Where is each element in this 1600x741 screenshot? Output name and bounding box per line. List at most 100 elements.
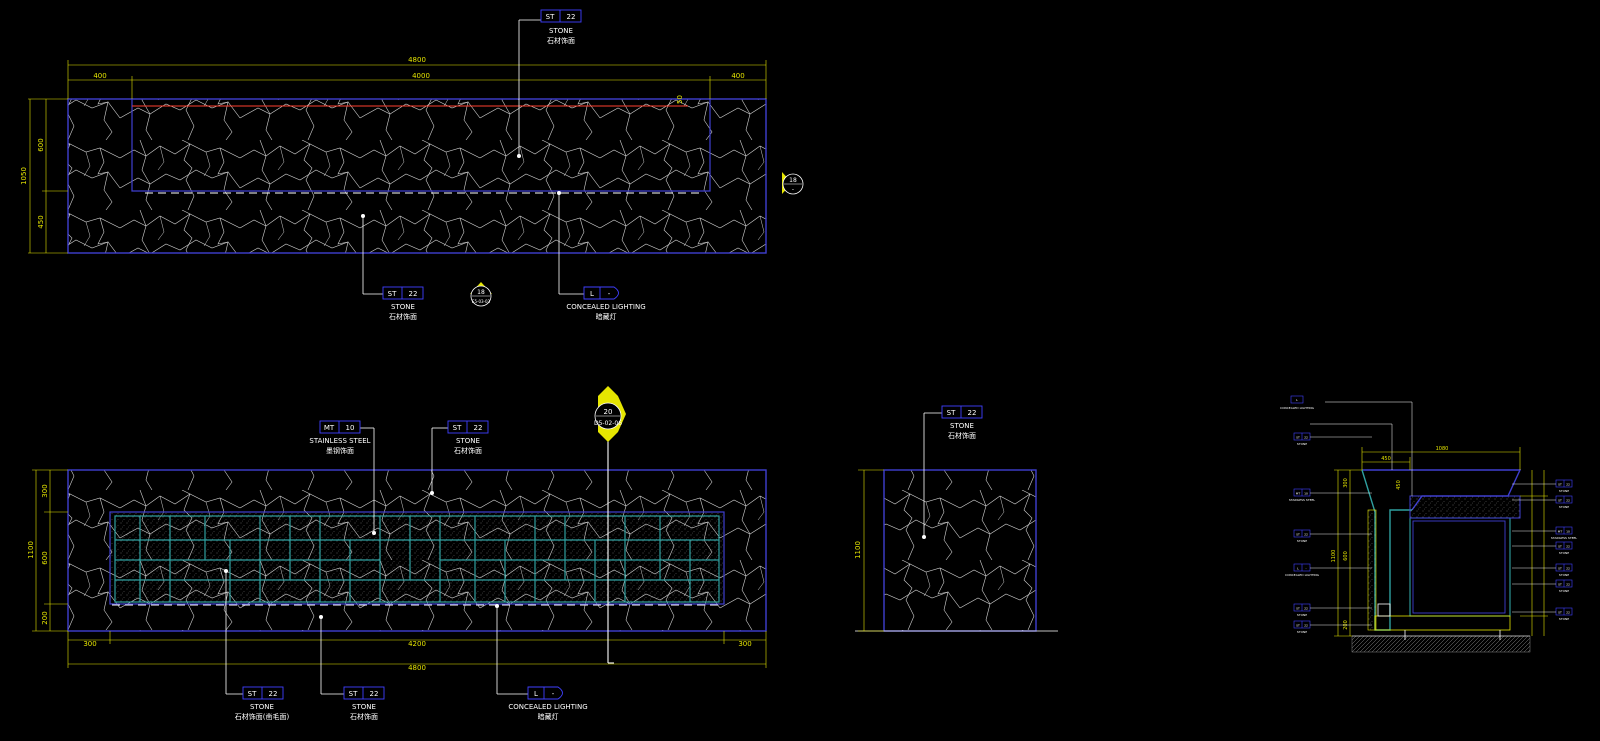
section-tag-num: 22 — [1566, 567, 1570, 571]
section-tag-code: L — [1297, 567, 1299, 571]
elevation-dim-h-top: 300 — [41, 484, 49, 497]
section-tag-label: STONE — [1559, 505, 1569, 509]
plan-dimensions — [28, 60, 767, 254]
svg-text:22: 22 — [269, 690, 278, 698]
section-tag-label: STONE — [1559, 589, 1569, 593]
svg-text:ST: ST — [248, 690, 257, 698]
section-tag-label: STONE — [1559, 551, 1569, 555]
svg-text:D5-02-06: D5-02-06 — [594, 420, 622, 427]
section-tag-label: CONCEALED LIGHTING — [1285, 573, 1320, 577]
section-front-stone — [1367, 509, 1377, 631]
section-tag-code: ST — [1558, 483, 1562, 487]
plan-dim-small: 50 — [676, 95, 684, 104]
plan-dim-total-h: 1050 — [20, 167, 28, 185]
section-base — [1374, 615, 1511, 631]
section-dim-h2: 600 — [1343, 551, 1349, 561]
elevation-dim-h-total: 1100 — [27, 541, 35, 559]
section-tag-label: STONE — [1297, 442, 1307, 446]
plan-tag-stone-bottom: ST 22 STONE 石材饰面 — [361, 214, 424, 321]
svg-text:STONE: STONE — [391, 303, 415, 311]
section-tag-label: STONE — [1559, 617, 1569, 621]
section-tag-num: 22 — [1304, 624, 1308, 628]
section-note-lighting: L CONCEALED LIGHTING — [1280, 395, 1413, 496]
svg-text:暗藏灯: 暗藏灯 — [596, 312, 617, 321]
plan-elevation-marker: 18 E5-03-03 — [470, 282, 492, 307]
elevation-dimensions — [32, 469, 767, 668]
elevation-section-marker: 20 D5-02-06 — [594, 386, 626, 664]
svg-text:ST: ST — [947, 409, 956, 417]
svg-text:20: 20 — [604, 408, 613, 416]
elevation-steel-grid — [114, 515, 720, 603]
svg-text:L: L — [534, 690, 538, 698]
section-tag-num: 22 — [1304, 436, 1308, 440]
elevation-tag-stone-b: ST 22 STONE 石材饰面 — [319, 615, 385, 721]
svg-text:ST: ST — [388, 290, 397, 298]
section-tag-num: 10 — [1304, 492, 1308, 496]
section-tag-num: - — [1305, 567, 1306, 571]
plan-section-marker: 18 - — [782, 172, 804, 195]
section-tag-num: 22 — [1566, 545, 1570, 549]
front-elevation: 300 4200 300 4800 1100 300 600 200 MT 10… — [27, 386, 767, 721]
section-tag-num: 22 — [1304, 533, 1308, 537]
elevation-steel-panel — [109, 511, 725, 605]
section-tag-left-3: L - CONCEALED LIGHTING — [1285, 563, 1372, 577]
section-tag-label: STAINLESS STEEL — [1289, 498, 1316, 502]
plan-tag-stone-top: ST 22 STONE 石材饰面 — [517, 9, 582, 158]
svg-text:22: 22 — [409, 290, 418, 298]
side-outline — [883, 469, 1037, 632]
svg-text:22: 22 — [567, 13, 576, 21]
svg-text:石材饰面: 石材饰面 — [948, 431, 976, 440]
svg-text:18: 18 — [477, 289, 485, 296]
section-tag-label: STONE — [1559, 489, 1569, 493]
svg-text:CONCEALED LIGHTING: CONCEALED LIGHTING — [508, 703, 587, 711]
plan-dim-bottom-h: 450 — [37, 215, 45, 228]
section-toe-kick — [1377, 603, 1391, 617]
elevation-dim-total-w: 4800 — [408, 664, 426, 672]
section-counter-slab — [1409, 495, 1521, 519]
svg-text:22: 22 — [474, 424, 483, 432]
elevation-dim-h-mid: 600 — [41, 551, 49, 564]
svg-text:墨钢饰面: 墨钢饰面 — [326, 446, 354, 455]
side-tag-stone: ST 22 STONE 石材饰面 — [922, 405, 983, 539]
svg-text:CONCEALED LIGHTING: CONCEALED LIGHTING — [566, 303, 645, 311]
section-tag-num: 22 — [1304, 607, 1308, 611]
section-tag-num: 22 — [1566, 611, 1570, 615]
svg-text:STONE: STONE — [352, 703, 376, 711]
svg-text:STAINLESS STEEL: STAINLESS STEEL — [309, 437, 370, 445]
svg-text:ST: ST — [453, 424, 462, 432]
svg-text:石材饰面(凿毛面): 石材饰面(凿毛面) — [235, 712, 290, 721]
section-tag-code: MT — [1296, 492, 1301, 496]
section-tag-code: ST — [1296, 533, 1300, 537]
section-dim-depth: 450 — [1396, 480, 1402, 490]
section-dim-h1: 300 — [1343, 478, 1349, 488]
section-cabinet — [1409, 517, 1511, 617]
svg-text:22: 22 — [370, 690, 379, 698]
side-elevation: 1100 ST 22 STONE 石材饰面 — [854, 405, 1058, 632]
svg-text:STONE: STONE — [549, 27, 573, 35]
section-tag-code: ST — [1558, 567, 1562, 571]
svg-text:22: 22 — [968, 409, 977, 417]
svg-text:-: - — [608, 290, 611, 298]
plan-inner-recess — [131, 99, 711, 192]
elevation-tag-lighting: L - CONCEALED LIGHTING 暗藏灯 — [495, 604, 588, 721]
svg-text:MT: MT — [324, 424, 335, 432]
svg-text:-: - — [552, 690, 555, 698]
elevation-dim-right-w: 300 — [738, 640, 751, 648]
plan-dim-right: 400 — [731, 72, 744, 80]
section-tag-code: ST — [1296, 436, 1300, 440]
svg-text:石材饰面: 石材饰面 — [350, 712, 378, 721]
section-tag-label: STONE — [1297, 630, 1307, 634]
section-dimensions — [1334, 447, 1548, 637]
svg-text:CONCEALED LIGHTING: CONCEALED LIGHTING — [1280, 406, 1315, 410]
svg-text:STONE: STONE — [456, 437, 480, 445]
plan-dim-middle: 4000 — [412, 72, 430, 80]
elevation-dim-left-w: 300 — [83, 640, 96, 648]
section-tag-label: STONE — [1297, 539, 1307, 543]
